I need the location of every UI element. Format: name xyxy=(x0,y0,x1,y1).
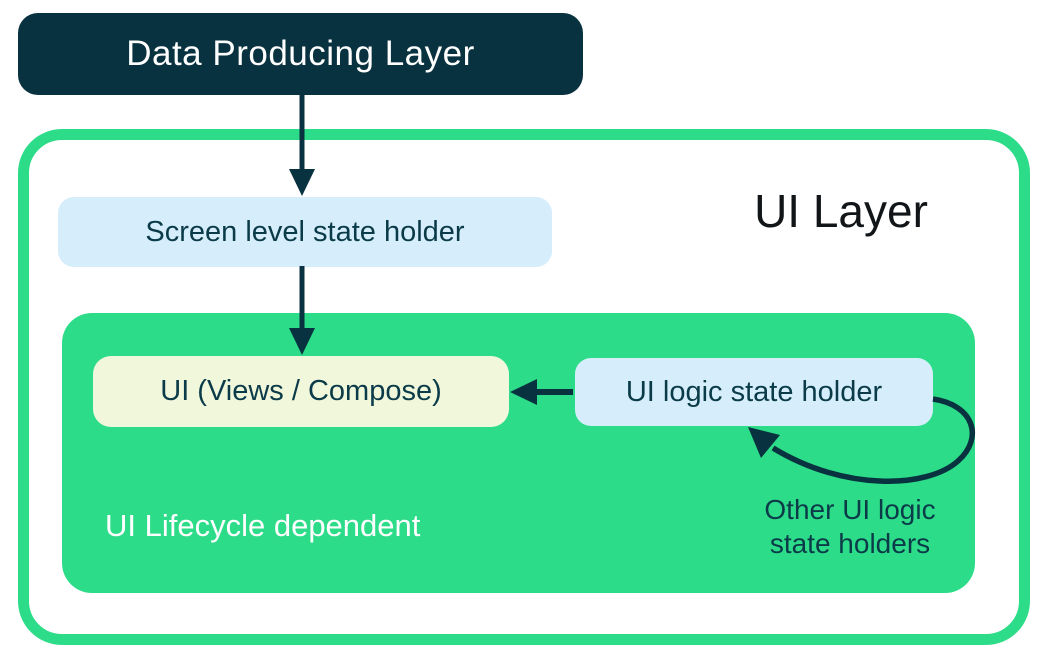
ui-lifecycle-dependent-caption: UI Lifecycle dependent xyxy=(105,508,421,543)
ui-logic-state-holder-box: UI logic state holder xyxy=(575,358,933,426)
screen-level-state-holder-box: Screen level state holder xyxy=(58,197,552,267)
data-producing-layer-label: Data Producing Layer xyxy=(126,34,475,73)
ui-views-compose-box: UI (Views / Compose) xyxy=(93,356,509,427)
ui-lifecycle-region: UI (Views / Compose) UI logic state hold… xyxy=(62,313,975,593)
ui-logic-state-holder-label: UI logic state holder xyxy=(625,375,883,408)
screen-level-state-holder-label: Screen level state holder xyxy=(145,215,465,248)
ui-layer-box: UI Layer Screen level state holder UI (V… xyxy=(18,129,1030,645)
ui-layer-title: UI Layer xyxy=(754,185,928,237)
other-note-line2: state holders xyxy=(769,528,931,559)
ui-views-compose-label: UI (Views / Compose) xyxy=(160,375,442,407)
data-producing-layer-box: Data Producing Layer xyxy=(18,13,583,95)
other-ui-logic-state-holders-note: Other UI logic state holders xyxy=(720,493,980,561)
other-note-line1: Other UI logic xyxy=(764,494,936,525)
